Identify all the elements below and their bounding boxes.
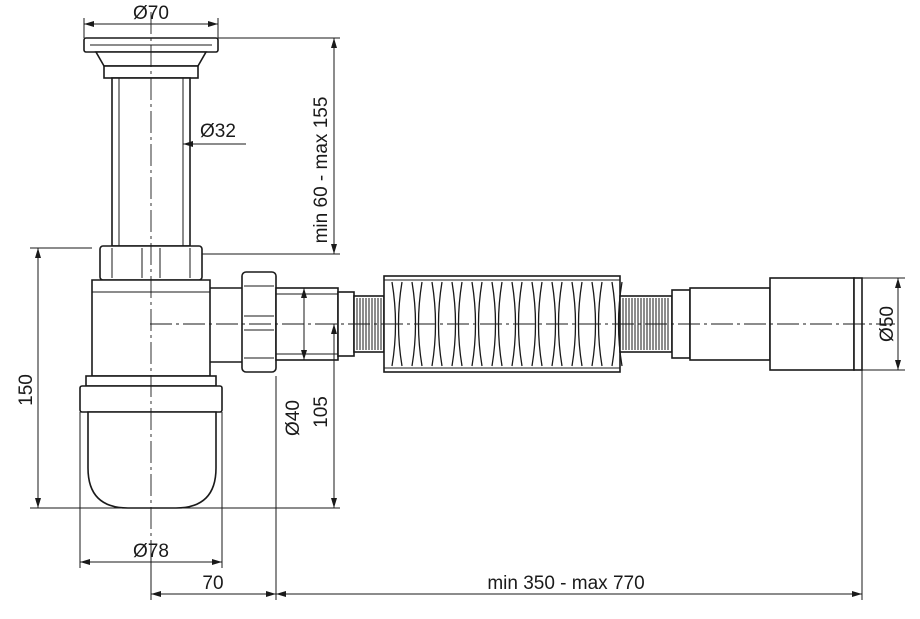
offset-label: 70 (202, 573, 223, 594)
bottle-diameter-label: Ø78 (133, 541, 169, 562)
top-diameter-label: Ø70 (133, 3, 169, 24)
hose-rib (437, 281, 443, 367)
hose-rib (537, 281, 543, 367)
height-adjust-label: min 60 - max 155 (311, 97, 332, 244)
hose-rib (577, 281, 583, 367)
outlet-diameter-label: Ø50 (877, 306, 898, 342)
hose-rib (571, 281, 577, 367)
pipe-diameter-label: Ø32 (200, 121, 236, 142)
hose-rib (477, 281, 483, 367)
center-lines (150, 12, 895, 540)
outlet-height-label: 105 (311, 396, 332, 428)
hose-rib (531, 281, 537, 367)
dimension-lines (35, 21, 901, 597)
total-height-label: 150 (16, 374, 37, 406)
inlet-diameter-label: Ø40 (283, 400, 304, 436)
length-adjust-label: min 350 - max 770 (487, 573, 644, 594)
outlet-pipe (671, 277, 863, 371)
inlet-nut (241, 271, 277, 373)
